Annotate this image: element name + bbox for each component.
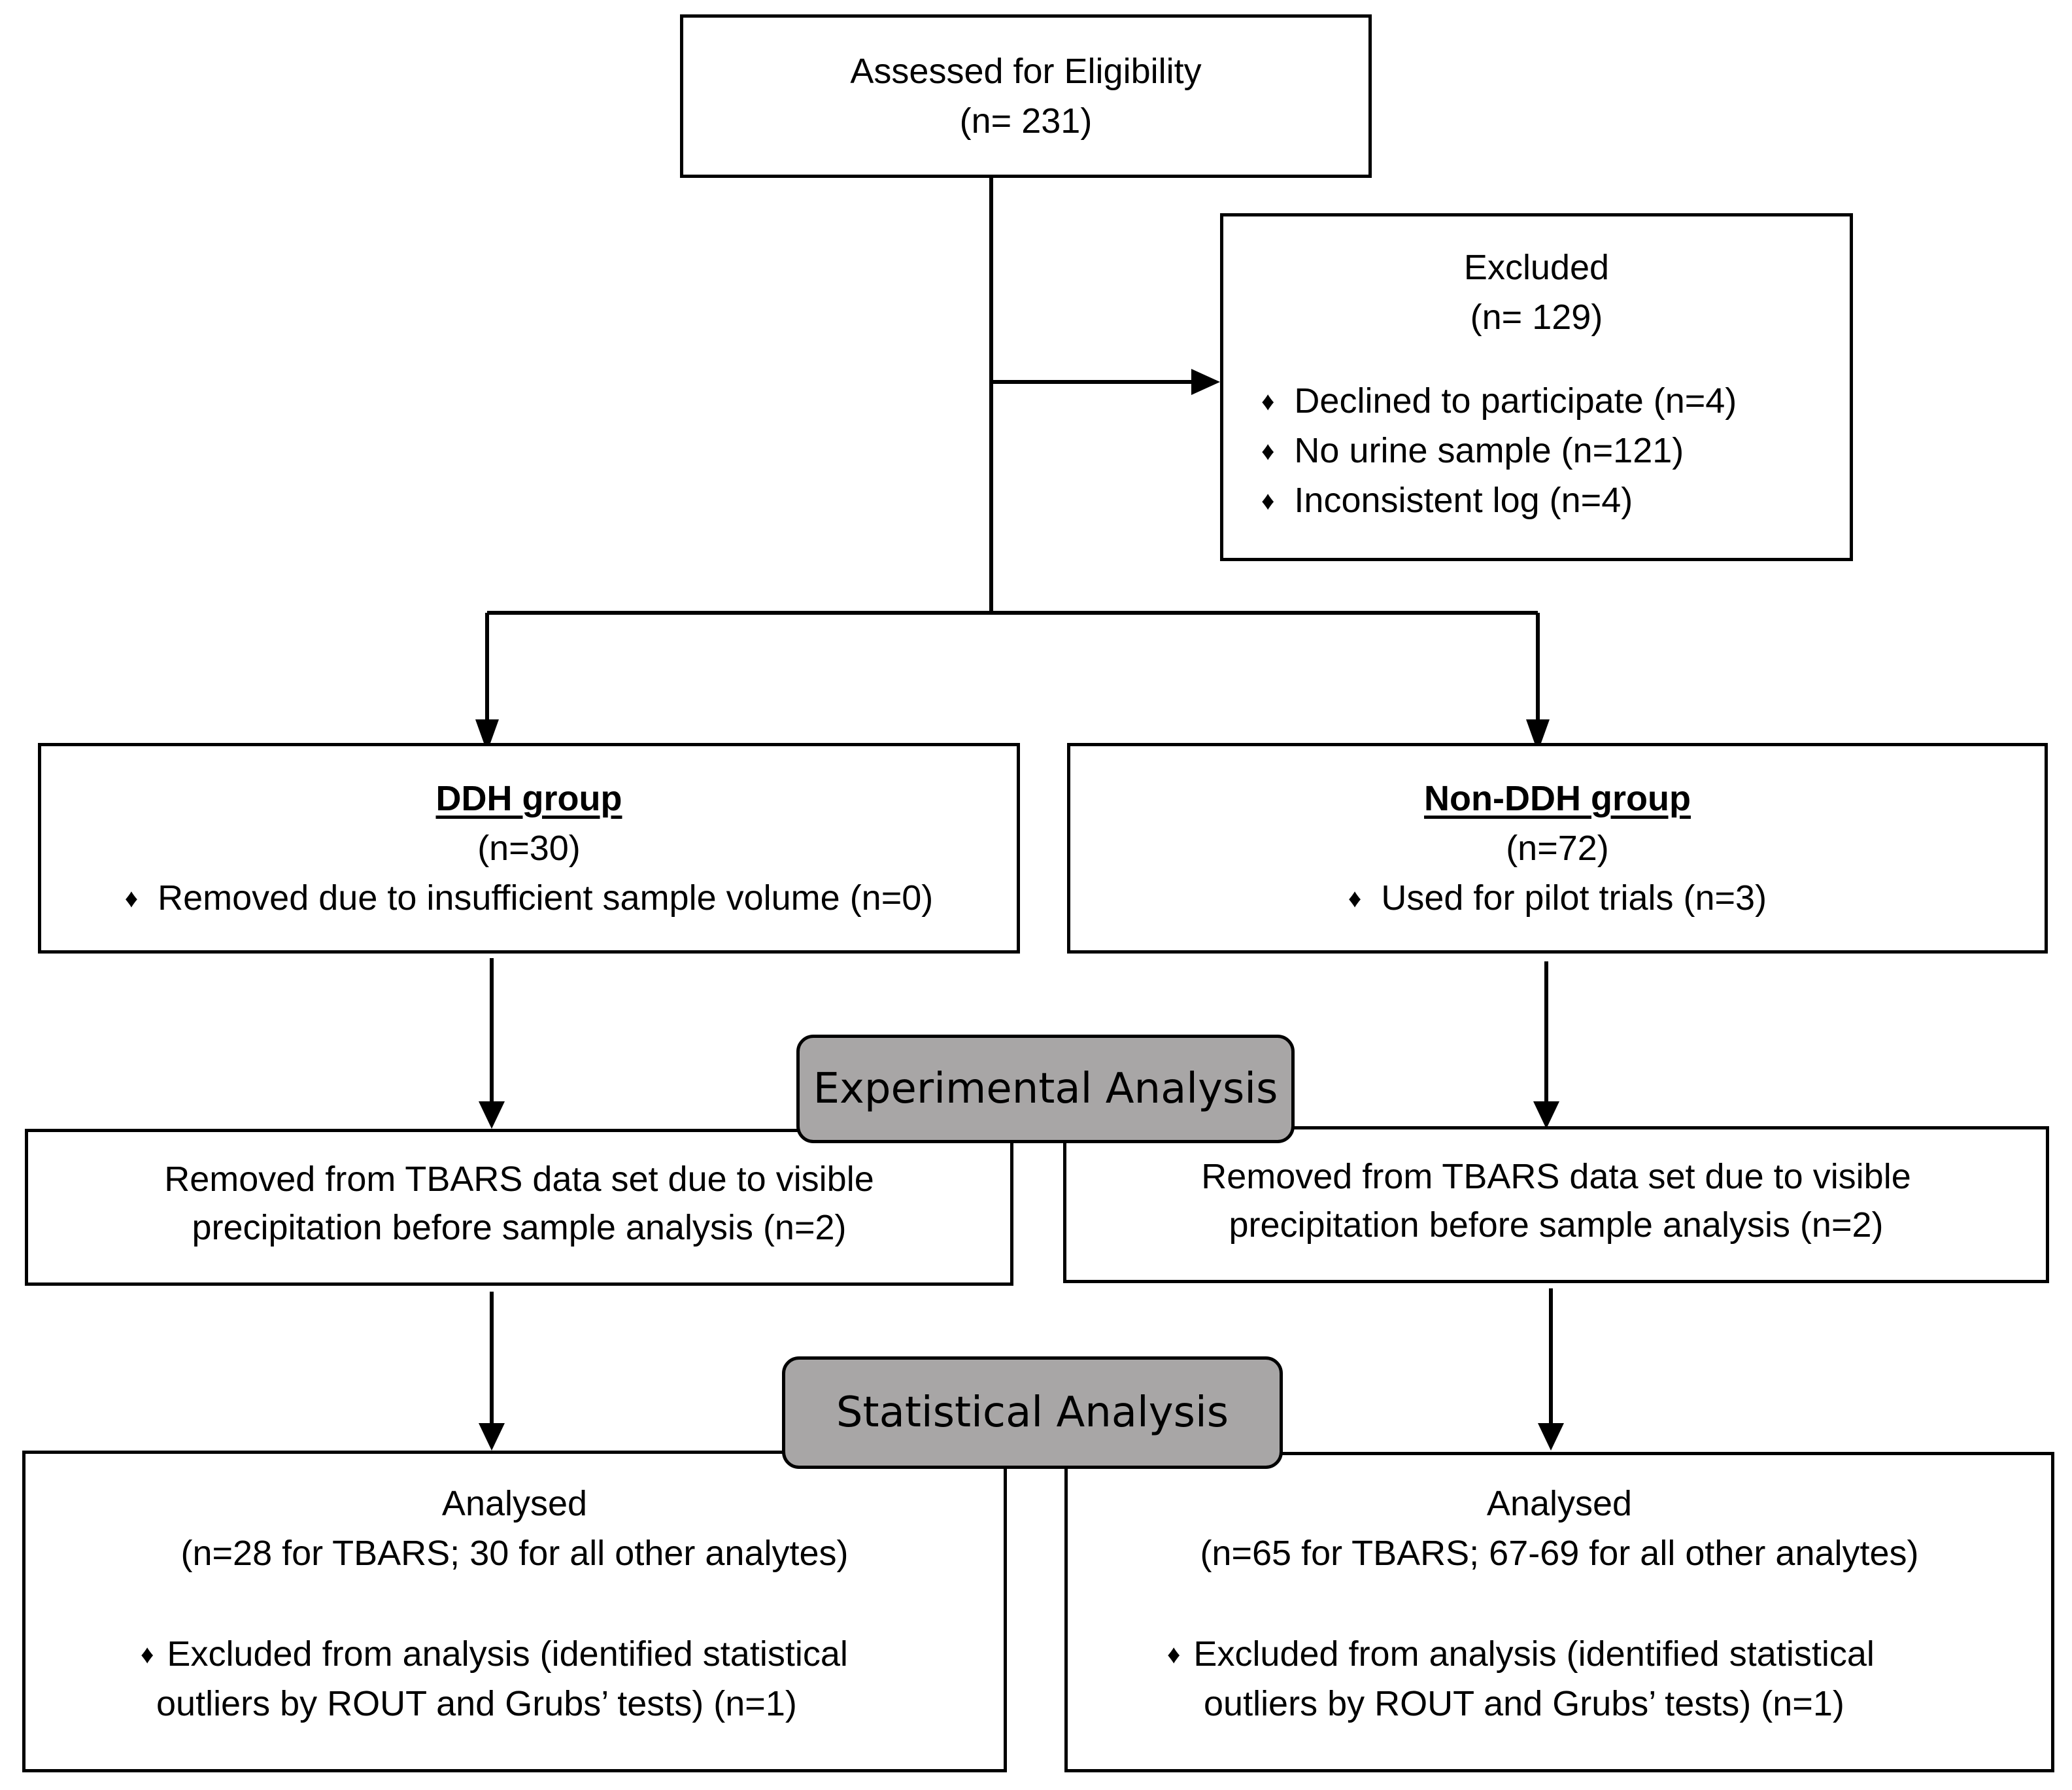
ddh-group-title: DDH group (435, 779, 622, 818)
ddh-group-note: ♦ Removed due to insufficient sample volu… (41, 873, 1017, 923)
excluded-box: Excluded (n= 129) ♦ Declined to participa… (1220, 213, 1853, 561)
excluded-reason-text: Inconsistent log (n=4) (1294, 481, 1633, 520)
non-ddh-group-count: (n=72) (1506, 829, 1609, 868)
excluded-title: Excluded (1463, 248, 1610, 287)
ddh-analysed-count: (n=28 for TBARS; 30 for all other analyt… (180, 1534, 849, 1573)
eligibility-count: (n= 231) (959, 101, 1093, 141)
non-ddh-group-note-text: Used for pilot trials (n=3) (1381, 878, 1767, 918)
bullet-icon: ♦ (1261, 437, 1275, 466)
excluded-count: (n= 129) (1470, 298, 1603, 337)
bullet-icon: ♦ (1261, 487, 1275, 515)
statistical-analysis-label: Statistical Analysis (782, 1356, 1283, 1469)
excluded-reason-text: No urine sample (n=121) (1294, 431, 1684, 470)
bullet-icon: ♦ (124, 884, 139, 913)
arrowhead-nonddh-analysed (1538, 1423, 1564, 1451)
ddh-group-note-text: Removed due to insufficient sample volum… (158, 878, 934, 918)
bullet-icon: ♦ (141, 1640, 154, 1669)
arrowhead-nonddh-tbars (1533, 1101, 1559, 1129)
ddh-analysed-note-line1: Excluded from analysis (identified stati… (167, 1634, 848, 1674)
arrowhead-nonddh (1526, 719, 1550, 752)
ddh-group-box: DDH group (n=30) ♦ Removed due to insuffi… (38, 743, 1020, 954)
arrowhead-ddh-tbars (479, 1101, 505, 1129)
non-ddh-group-box: Non-DDH group (n=72) ♦ Used for pilot tri… (1067, 743, 2048, 954)
ddh-analysed-title: Analysed (441, 1484, 588, 1523)
eligibility-title: Assessed for Eligibility (850, 52, 1202, 91)
arrowhead-ddh-analysed (479, 1423, 505, 1451)
non-ddh-group-title: Non-DDH group (1424, 779, 1691, 818)
non-ddh-analysed-note-line2: outliers by ROUT and Grubs’ tests) (n=1) (1204, 1684, 1844, 1723)
non-ddh-analysed-box: Analysed (n=65 for TBARS; 67-69 for all … (1064, 1452, 2054, 1772)
non-ddh-analysed-count: (n=65 for TBARS; 67-69 for all other ana… (1200, 1534, 1919, 1573)
non-ddh-group-note: ♦ Used for pilot trials (n=3) (1070, 873, 2045, 923)
ddh-tbars-box: Removed from TBARS data set due to visib… (25, 1129, 1013, 1286)
arrowhead-excluded (1191, 369, 1220, 395)
excluded-reason: ♦ Inconsistent log (n=4) (1261, 475, 1633, 526)
non-ddh-tbars-box: Removed from TBARS data set due to visib… (1063, 1126, 2049, 1283)
eligibility-box: Assessed for Eligibility (n= 231) (680, 14, 1372, 178)
non-ddh-tbars-line2: precipitation before sample analysis (n=… (1229, 1205, 1884, 1245)
ddh-group-count: (n=30) (477, 829, 581, 868)
non-ddh-analysed-note-line1: Excluded from analysis (identified stati… (1193, 1634, 1875, 1674)
ddh-analysed-box: Analysed (n=28 for TBARS; 30 for all oth… (22, 1451, 1007, 1772)
ddh-analysed-note: ♦ Excluded from analysis (identified stat… (141, 1629, 848, 1679)
bullet-icon: ♦ (1348, 884, 1362, 913)
ddh-analysed-note-line2: outliers by ROUT and Grubs’ tests) (n=1) (156, 1684, 797, 1723)
bullet-icon: ♦ (1261, 387, 1275, 416)
non-ddh-analysed-note: ♦ Excluded from analysis (identified stat… (1167, 1629, 1875, 1679)
non-ddh-analysed-title: Analysed (1486, 1484, 1633, 1523)
excluded-reason: ♦ Declined to participate (n=4) (1261, 376, 1737, 426)
bullet-icon: ♦ (1167, 1640, 1181, 1669)
experimental-analysis-label: Experimental Analysis (796, 1035, 1295, 1143)
ddh-tbars-line1: Removed from TBARS data set due to visib… (164, 1160, 874, 1199)
excluded-reason-text: Declined to participate (n=4) (1294, 381, 1737, 421)
non-ddh-tbars-line1: Removed from TBARS data set due to visib… (1201, 1157, 1911, 1196)
arrowhead-ddh (475, 719, 499, 752)
excluded-reason: ♦ No urine sample (n=121) (1261, 426, 1684, 476)
ddh-tbars-line2: precipitation before sample analysis (n=… (192, 1208, 847, 1247)
